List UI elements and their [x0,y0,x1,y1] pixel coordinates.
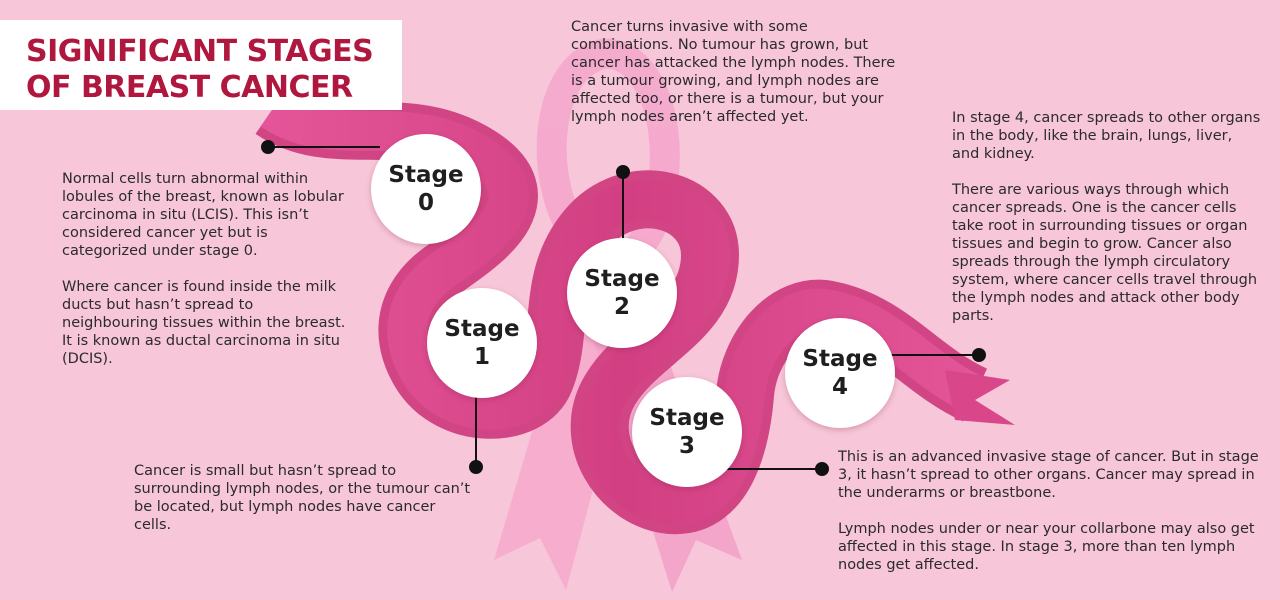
stage-3-label: Stage [649,405,725,431]
connector-dot-stage-4 [972,348,986,362]
connector-dot-stage-0 [261,140,275,154]
stage-0-circle: Stage 0 [371,134,481,244]
stage-3-paragraph-2: Lymph nodes under or near your collarbon… [838,521,1255,573]
stage-4-paragraph-2: There are various ways through which can… [952,182,1258,324]
connector-dot-stage-3 [815,462,829,476]
stage-2-paragraph-1: Cancer turns invasive with some combinat… [571,19,896,125]
stage-4-number: 4 [831,374,848,400]
stage-0-number: 0 [417,190,434,216]
stage-0-paragraph-2: Where cancer is found inside the milk du… [62,279,346,367]
stage-1-description: Cancer is small but hasn’t spread to sur… [134,462,474,534]
title-box: SIGNIFICANT STAGES OF BREAST CANCER [0,20,402,110]
stage-0-label: Stage [388,162,464,188]
stage-2-number: 2 [613,294,630,320]
stage-3-circle: Stage 3 [632,377,742,487]
stage-2-label: Stage [584,266,660,292]
stage-3-description: This is an advanced invasive stage of ca… [838,448,1268,574]
stage-3-number: 3 [678,433,695,459]
stage-3-paragraph-1: This is an advanced invasive stage of ca… [838,449,1259,501]
winding-ribbon [255,85,1015,535]
stage-2-description: Cancer turns invasive with some combinat… [571,18,901,126]
title-line-2: OF BREAST CANCER [26,70,353,105]
stage-1-label: Stage [444,316,520,342]
connector-dot-stage-1 [469,460,483,474]
page-title: SIGNIFICANT STAGES OF BREAST CANCER [26,34,396,106]
stage-1-circle: Stage 1 [427,288,537,398]
stage-4-description: In stage 4, cancer spreads to other orga… [952,109,1262,325]
stage-2-circle: Stage 2 [567,238,677,348]
stage-0-paragraph-1: Normal cells turn abnormal within lobule… [62,171,344,259]
stage-4-paragraph-1: In stage 4, cancer spreads to other orga… [952,110,1261,162]
stage-1-number: 1 [473,344,490,370]
stage-4-circle: Stage 4 [785,318,895,428]
connector-dot-stage-2 [616,165,630,179]
stage-0-description: Normal cells turn abnormal within lobule… [62,170,352,368]
title-line-1: SIGNIFICANT STAGES [26,34,374,69]
stage-1-paragraph-1: Cancer is small but hasn’t spread to sur… [134,463,471,533]
stage-4-label: Stage [802,346,878,372]
